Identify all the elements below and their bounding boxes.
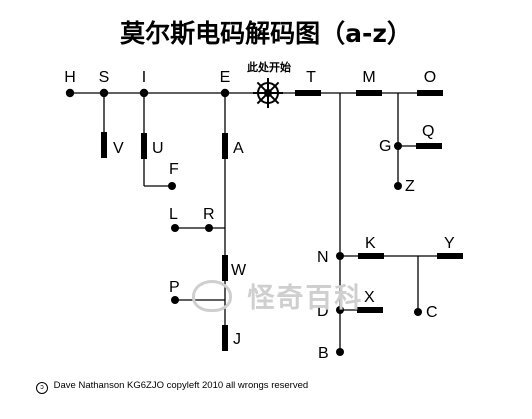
f-dot: [168, 182, 176, 190]
label-q: Q: [422, 123, 434, 140]
label-k: K: [365, 235, 376, 252]
label-c: C: [426, 304, 438, 321]
o-dash: [417, 90, 443, 96]
label-l: L: [169, 206, 178, 223]
label-f: F: [169, 161, 179, 178]
t-dash: [295, 90, 321, 96]
label-r: R: [203, 206, 215, 223]
l-dot: [171, 224, 179, 232]
page-title: 莫尔斯电码解码图（a-z）: [120, 19, 412, 48]
label-b: B: [318, 345, 329, 362]
label-d: D: [317, 303, 329, 320]
r-dot: [205, 224, 213, 232]
label-x: X: [364, 289, 375, 306]
a-dash: [222, 133, 228, 159]
i-dot: [139, 88, 149, 98]
label-e: E: [220, 69, 231, 86]
label-h: H: [64, 69, 76, 86]
g-dot: [394, 142, 402, 150]
d-dot: [336, 306, 344, 314]
label-w: W: [231, 262, 247, 279]
label-z: Z: [405, 178, 415, 195]
z-dot: [394, 182, 402, 190]
y-dash: [437, 253, 463, 259]
w-dash: [222, 255, 228, 281]
start-label: 此处开始: [247, 60, 291, 74]
x-dash: [357, 307, 383, 313]
c-dot: [414, 308, 422, 316]
p-dot: [171, 296, 179, 304]
h-dot: [65, 88, 75, 98]
u-dash: [141, 133, 147, 159]
label-a: A: [233, 140, 244, 157]
label-j: J: [233, 331, 241, 348]
wechat-icon: [192, 280, 232, 312]
label-t: T: [306, 69, 316, 86]
label-g: G: [379, 138, 391, 155]
ship-wheel-icon: [253, 78, 283, 108]
footer-credit: ɔ Dave Nathanson KG6ZJO copyleft 2010 al…: [36, 380, 308, 394]
label-v: V: [113, 140, 124, 157]
label-p: P: [169, 279, 180, 296]
n-dot: [336, 252, 344, 260]
label-n: N: [317, 249, 329, 266]
label-s: S: [99, 69, 110, 86]
q-dash: [416, 143, 442, 149]
label-m: M: [362, 69, 375, 86]
s-dot: [99, 88, 109, 98]
m-dash: [356, 90, 382, 96]
label-o: O: [424, 69, 436, 86]
j-dash: [222, 325, 228, 351]
copyleft-icon: ɔ: [36, 382, 48, 394]
label-y: Y: [444, 235, 455, 252]
watermark-text: 怪奇百科: [247, 283, 364, 314]
watermark: 怪奇百科: [192, 276, 363, 315]
b-dot: [336, 348, 344, 356]
label-u: U: [152, 140, 164, 157]
e-dot: [220, 88, 230, 98]
label-i: I: [142, 69, 146, 86]
k-dash: [358, 253, 384, 259]
footer-text: Dave Nathanson KG6ZJO copyleft 2010 all …: [53, 380, 309, 391]
v-dash: [101, 132, 107, 158]
